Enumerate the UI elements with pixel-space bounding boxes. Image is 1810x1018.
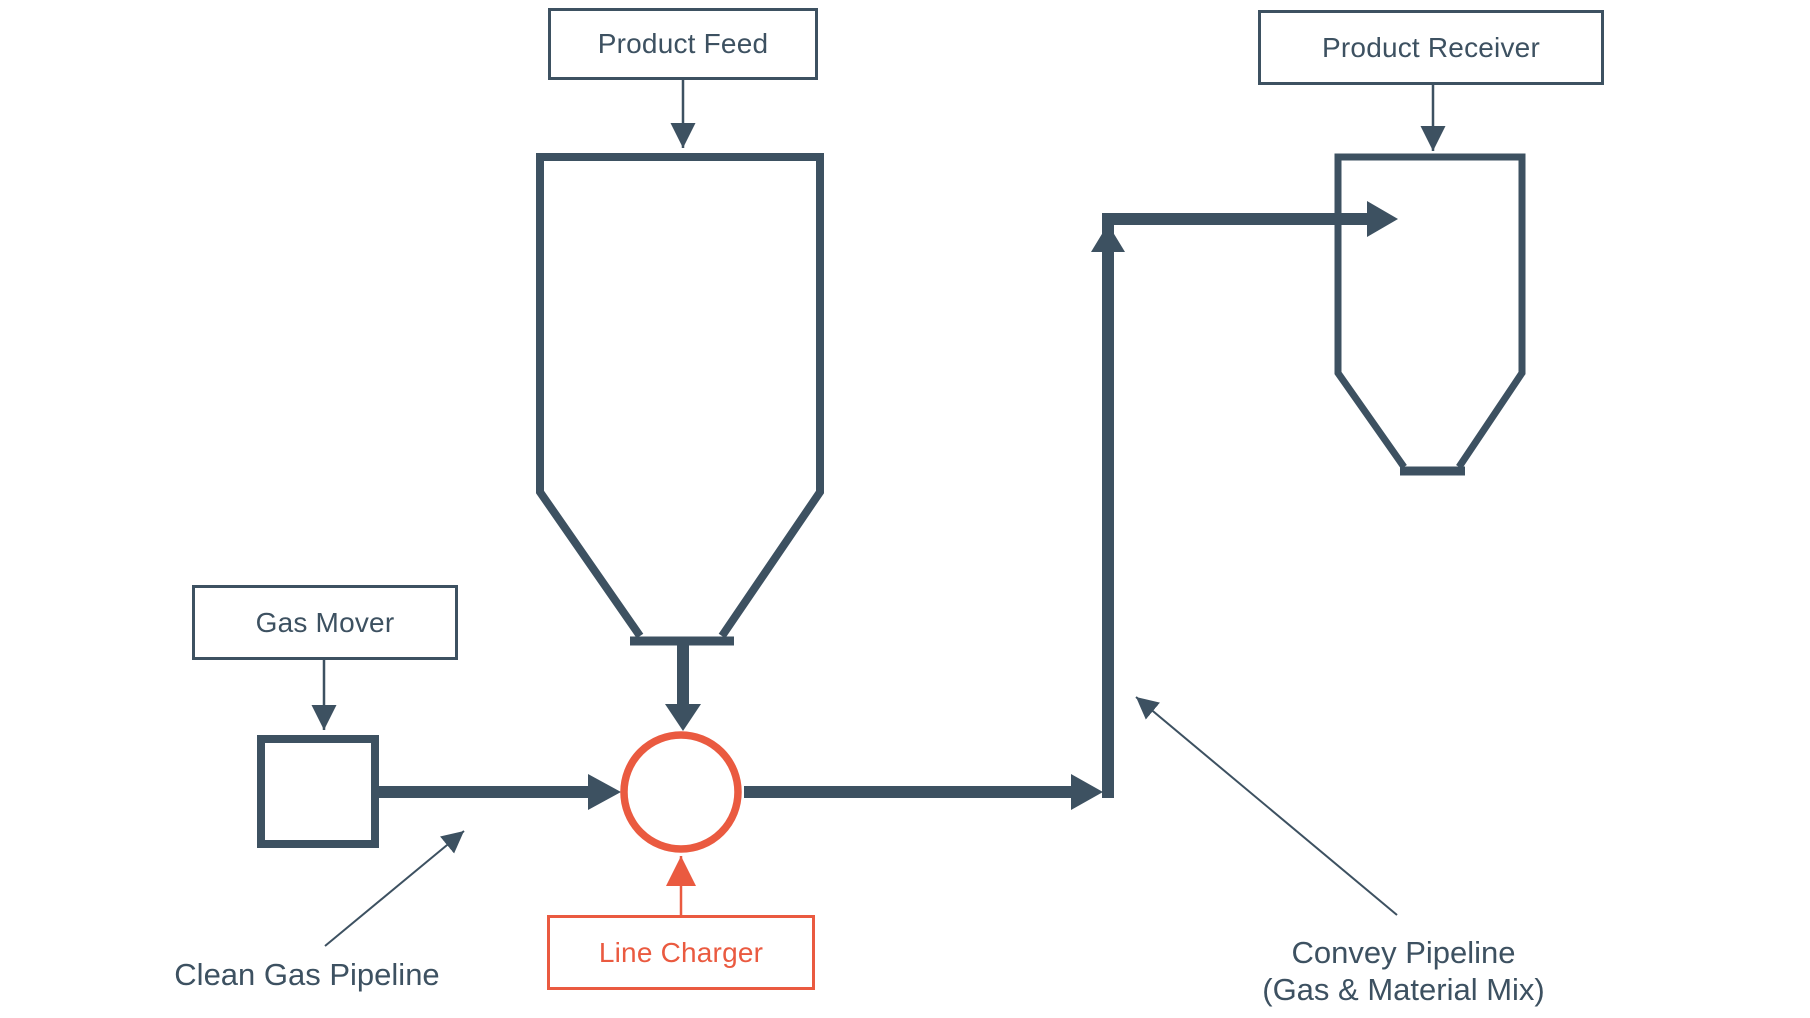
convey-annotation-arrow: [1135, 696, 1398, 916]
gas-mover-square: [257, 735, 379, 848]
feed-drop-pipe: [665, 641, 701, 731]
convey-pipe-horizontal: [744, 774, 1103, 810]
line-charger-circle: [620, 731, 742, 853]
receiver-hopper-shape: [1334, 153, 1526, 476]
clean-gas-pipeline-label: Clean Gas Pipeline: [174, 957, 440, 992]
gas-mover-label: Gas Mover: [255, 606, 395, 638]
convey-pipeline-label-line1: Convey Pipeline: [1291, 935, 1516, 970]
product-feed-label-box: Product Feed: [548, 8, 818, 80]
line-charger-label-box: Line Charger: [547, 915, 815, 990]
clean-gas-annotation-arrow: [324, 830, 465, 947]
line-charger-label: Line Charger: [598, 936, 764, 968]
convey-pipe-riser: [1091, 201, 1398, 798]
convey-pipeline-label: Convey Pipeline (Gas & Material Mix): [1231, 934, 1576, 1008]
feed-hopper-shape: [536, 153, 824, 646]
product-receiver-label: Product Receiver: [1322, 31, 1540, 63]
product-feed-label: Product Feed: [597, 28, 769, 59]
convey-pipeline-label-line2: (Gas & Material Mix): [1262, 972, 1545, 1007]
gas-mover-label-box: Gas Mover: [192, 585, 458, 660]
clean-gas-pipe: [379, 774, 621, 810]
product-receiver-label-box: Product Receiver: [1258, 10, 1604, 85]
